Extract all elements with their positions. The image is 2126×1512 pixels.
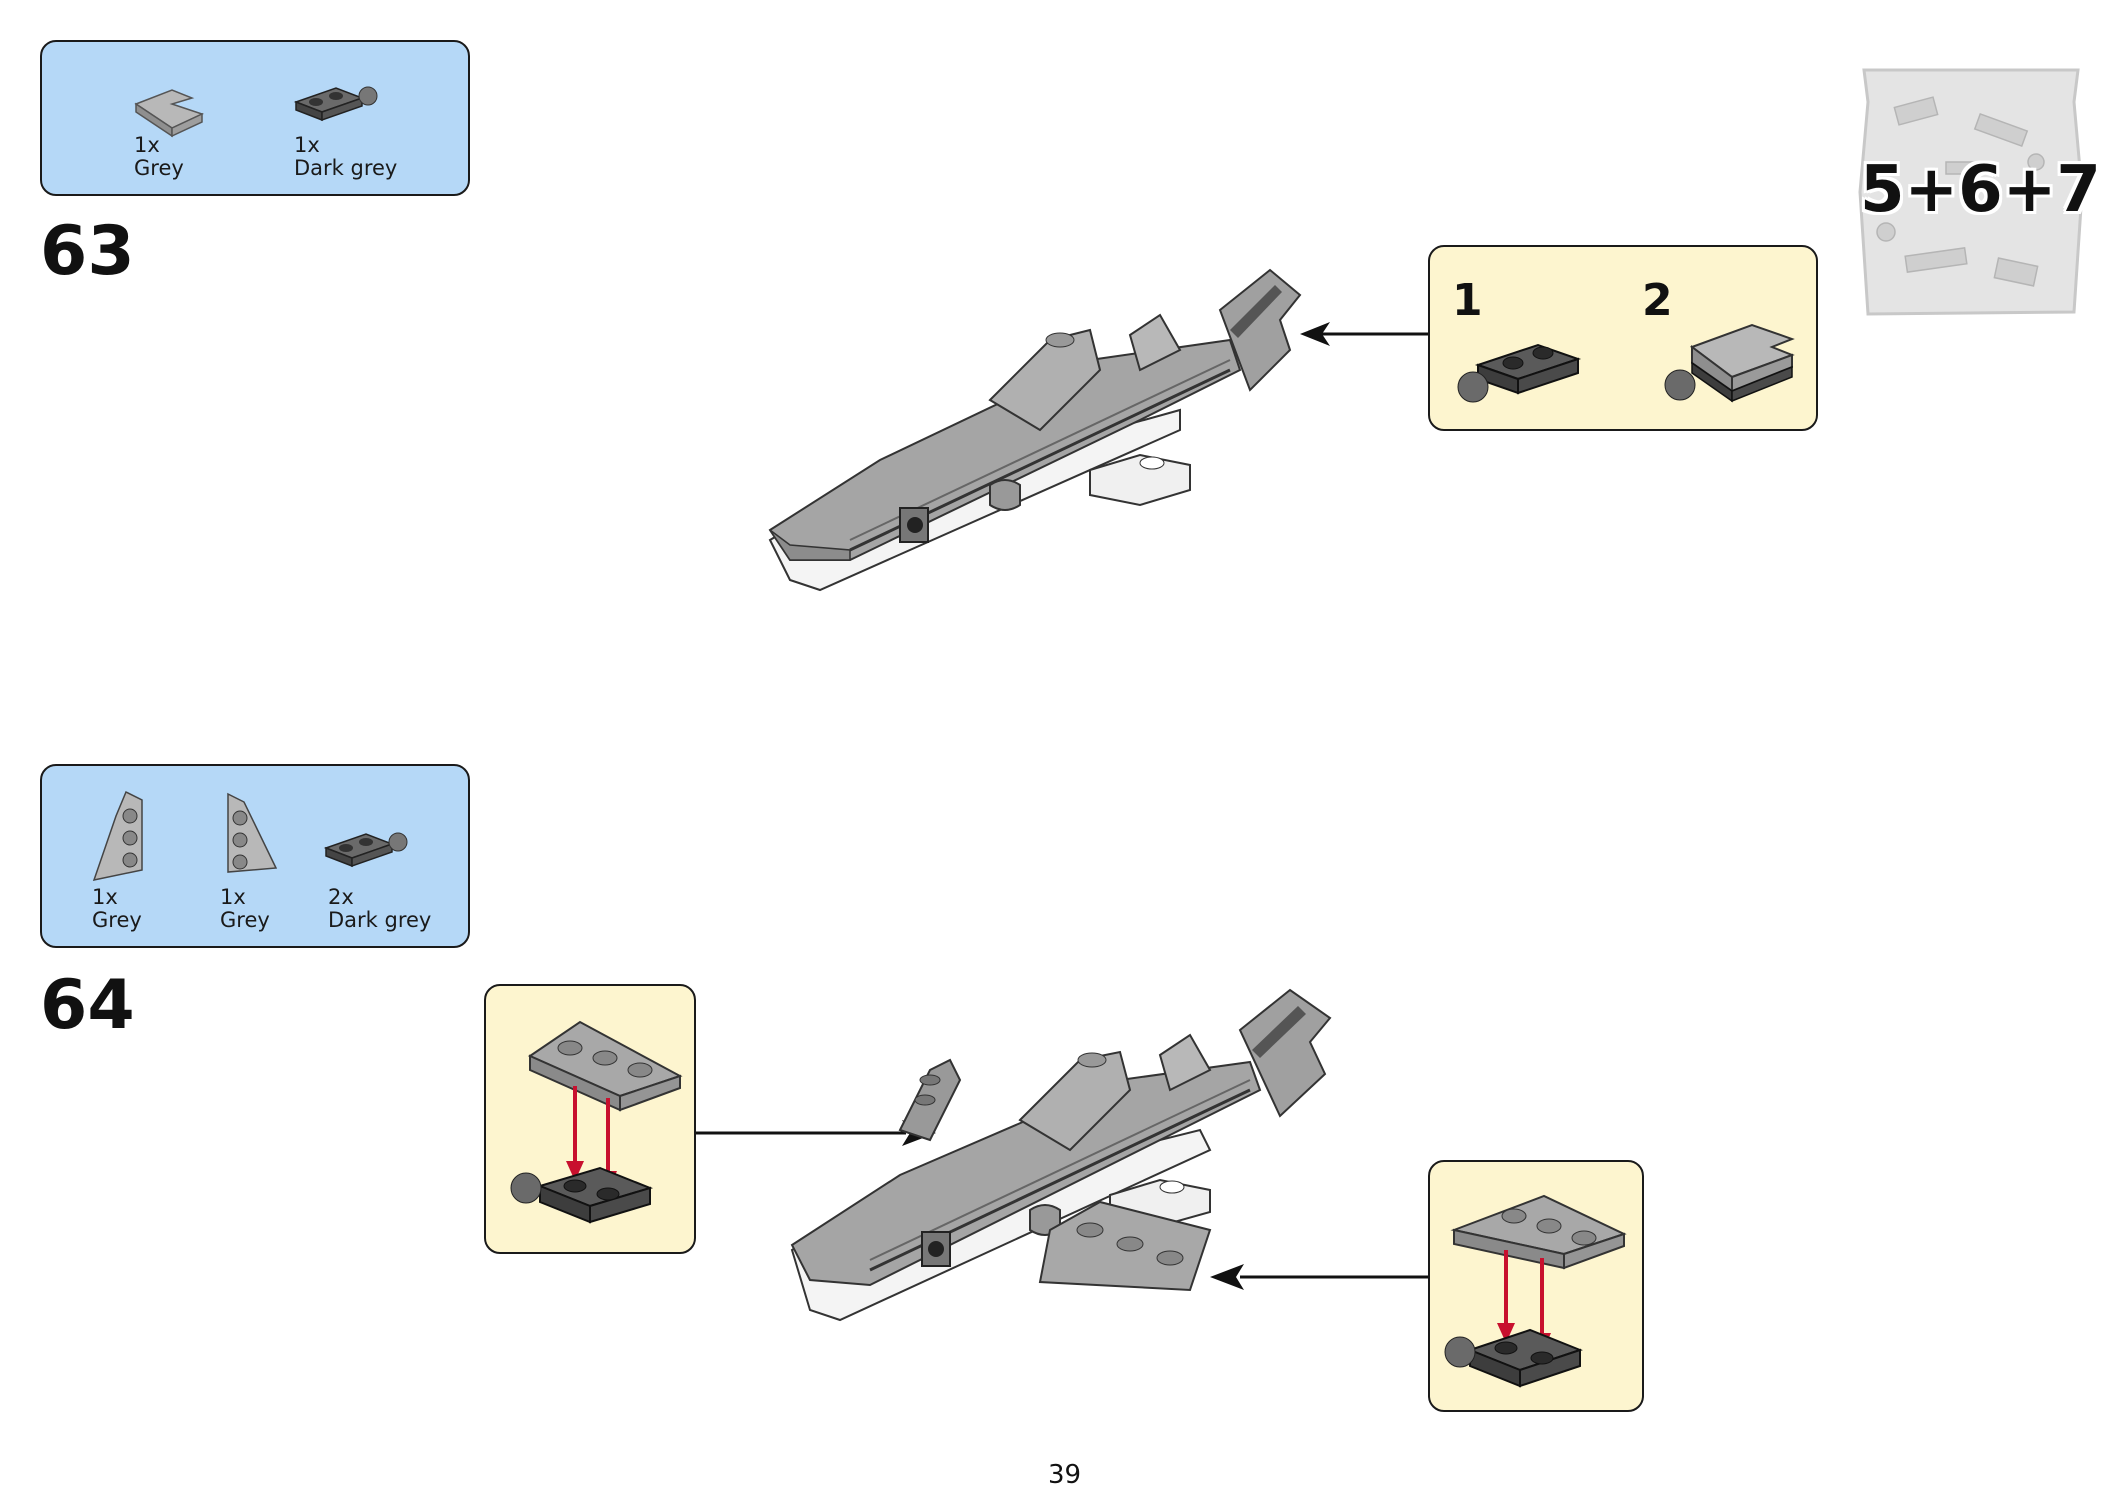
parts-bag-icon [1858,68,2084,316]
substep-2-corner-assembly-icon [1664,323,1795,403]
grey-wedge-plate-right-icon [227,792,278,873]
substep-number: 1 [1452,275,1483,326]
wedge-onto-plate-assembly-icon [510,1020,683,1224]
substep-number: 2 [1642,275,1673,326]
grey-corner-plate-icon [134,89,205,138]
substep-callout-right-step-64 [1428,1160,1644,1412]
page-number: 39 [1048,1460,1082,1490]
part-qty: 1x [220,885,246,909]
part-qty: 2x [328,885,354,909]
part-color: Dark grey [328,908,432,932]
dark-grey-ball-plate-icon [323,832,408,868]
parts-list-step-64: 1x Grey 1x Grey 2x Dark grey [40,764,470,948]
step-number: 64 [40,966,135,1045]
bag-label: 5+6+7 [1860,153,2101,227]
substep-callout-step-63: 1 2 [1428,245,1818,431]
wedge-onto-plate-assembly-icon [1444,1194,1627,1388]
part-qty: 1x [134,133,160,157]
grey-wedge-plate-left-icon [92,790,143,882]
parts-list-step-63: 1x Grey 1x Dark grey [40,40,470,196]
part-qty: 1x [92,885,118,909]
substep-callout-left-step-64 [484,984,696,1254]
arrow-step-63 [1300,322,1430,346]
part-color: Grey [220,908,270,932]
part-color: Grey [92,908,142,932]
part-color: Dark grey [294,156,398,180]
jet-model-step-64 [790,988,1332,1322]
jet-model-step-63 [768,268,1302,592]
part-color: Grey [134,156,184,180]
dark-grey-ball-plate-icon [293,86,378,122]
substep-1-ball-plate-icon [1457,343,1582,403]
part-qty: 1x [294,133,320,157]
step-number: 63 [40,212,135,291]
arrow-right-step-64 [1210,1264,1430,1290]
